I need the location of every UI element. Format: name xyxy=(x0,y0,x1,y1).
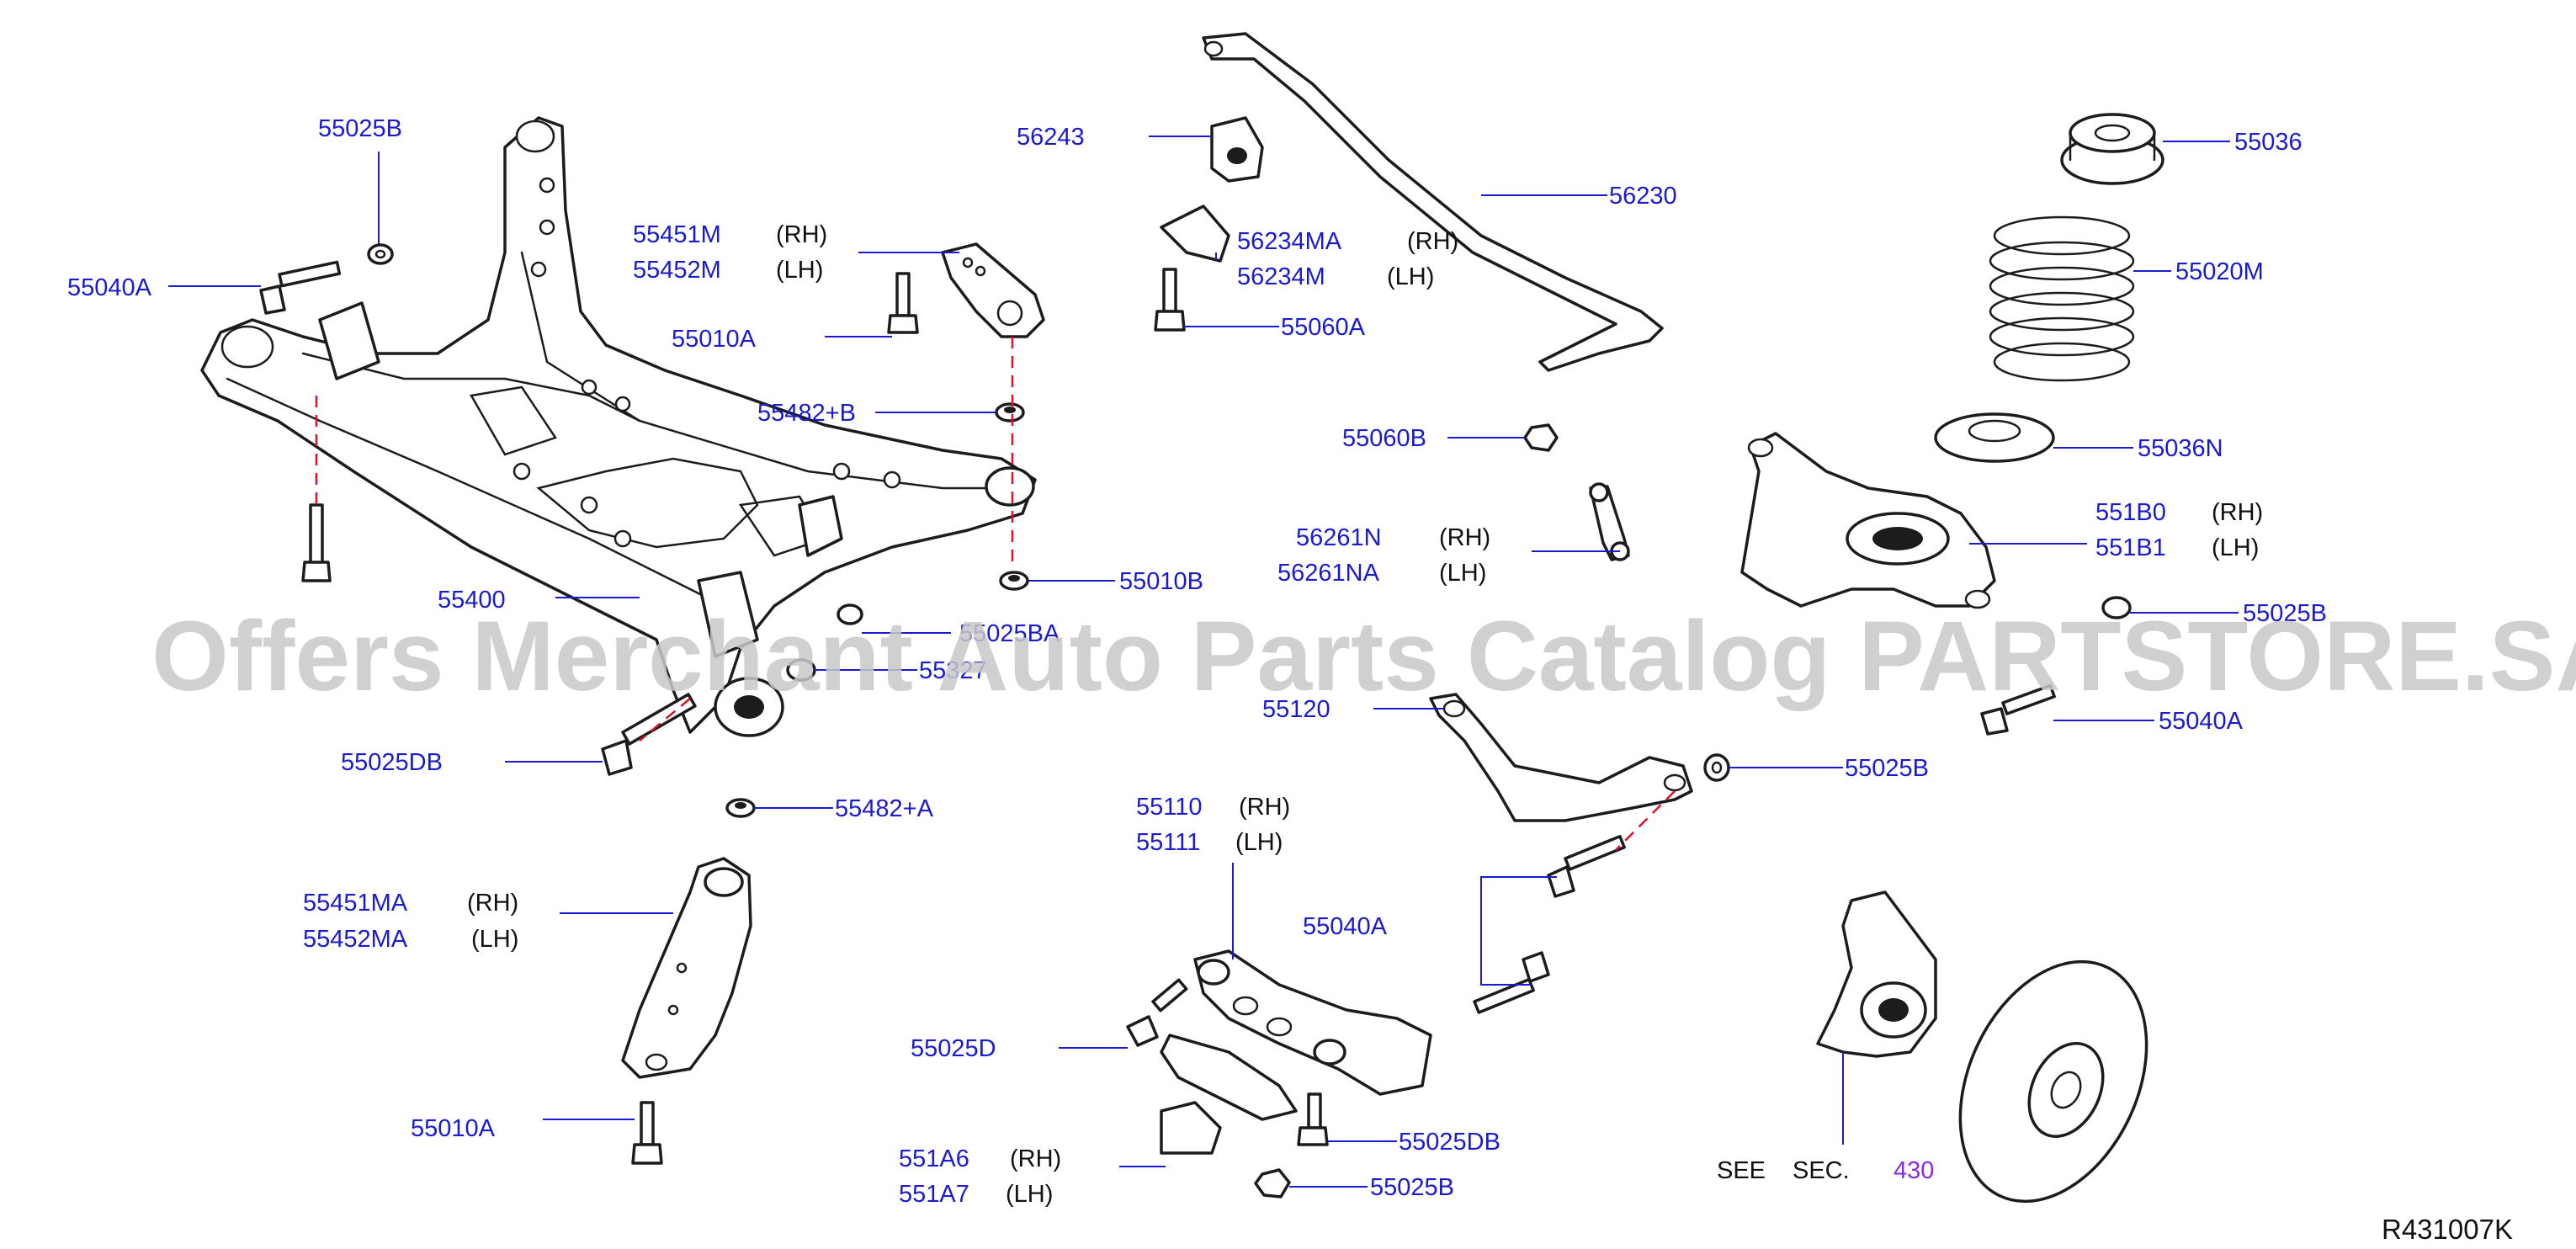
washer-55025B-tl-drawing xyxy=(367,243,394,265)
link-55120-drawing xyxy=(1429,693,1693,822)
stabilizer-bar-56230-drawing xyxy=(1202,32,1664,372)
side-rh-55110: (RH) xyxy=(1239,794,1290,821)
callout-55451MA[interactable]: 55451MA xyxy=(303,890,408,917)
link-56261N-drawing xyxy=(1589,482,1630,561)
side-rh-551A6: (RH) xyxy=(1010,1145,1061,1172)
shield-551A6-drawing xyxy=(1160,1034,1298,1155)
callout-55010A-bottom[interactable]: 55010A xyxy=(411,1115,496,1142)
callout-55120[interactable]: 55120 xyxy=(1262,696,1330,723)
callout-55111[interactable]: 55111 xyxy=(1136,829,1200,856)
callout-56261NA[interactable]: 56261NA xyxy=(1277,560,1380,587)
callout-55025B-right[interactable]: 55025B xyxy=(2243,600,2327,627)
side-lh-56261NA: (LH) xyxy=(1439,560,1486,587)
callout-551B1[interactable]: 551B1 xyxy=(2095,534,2166,561)
bolt-55010A-bottom-drawing xyxy=(631,1101,663,1165)
callout-55025B-tl[interactable]: 55025B xyxy=(318,115,402,142)
callout-55482A[interactable]: 55482+A xyxy=(835,795,934,822)
bushing-56243-drawing xyxy=(1210,116,1264,183)
bolt-55025DB-left-drawing xyxy=(601,693,697,776)
side-rh-551B0: (RH) xyxy=(2212,499,2263,526)
bolt-55025D-drawing xyxy=(1126,978,1188,1047)
callout-55025B-bottom[interactable]: 55025B xyxy=(1370,1174,1454,1201)
sec-label: SEC. xyxy=(1793,1157,1850,1184)
assembly-line-lower-bolt xyxy=(639,698,691,741)
lower-arm-55110-drawing xyxy=(1193,949,1432,1096)
bracket-55451MA-drawing xyxy=(621,857,752,1079)
bolts-55040A-mid-drawing xyxy=(1473,835,1626,1014)
callout-55010A-top[interactable]: 55010A xyxy=(672,326,757,353)
brake-rotor-drawing xyxy=(1958,959,2148,1204)
bolt-55025DB-bottom-drawing xyxy=(1297,1092,1329,1146)
callout-56261N[interactable]: 56261N xyxy=(1296,524,1382,551)
section-430-link[interactable]: 430 xyxy=(1893,1157,1934,1184)
callout-55040A-mid[interactable]: 55040A xyxy=(1303,913,1388,940)
bolt-55060A-drawing xyxy=(1154,268,1186,332)
assembly-line-55120 xyxy=(1615,790,1676,851)
callout-55020M[interactable]: 55020M xyxy=(2175,258,2264,285)
callout-55060B[interactable]: 55060B xyxy=(1342,425,1426,452)
callout-55400[interactable]: 55400 xyxy=(438,587,506,614)
callout-55025D[interactable]: 55025D xyxy=(911,1035,996,1062)
callout-55110[interactable]: 55110 xyxy=(1136,794,1203,821)
callout-56230[interactable]: 56230 xyxy=(1609,183,1677,210)
callout-55010B[interactable]: 55010B xyxy=(1119,568,1203,595)
callout-551A7[interactable]: 551A7 xyxy=(899,1181,969,1208)
seat-55036N-drawing xyxy=(1934,412,2055,463)
callout-56243[interactable]: 56243 xyxy=(1017,124,1085,151)
side-rh-56234MA: (RH) xyxy=(1407,228,1458,255)
callout-55452MA[interactable]: 55452MA xyxy=(303,926,408,953)
callout-55060A[interactable]: 55060A xyxy=(1281,314,1366,341)
callout-55482B[interactable]: 55482+B xyxy=(757,400,856,427)
callout-55040A-right[interactable]: 55040A xyxy=(2159,708,2244,735)
knuckle-drawing xyxy=(1816,890,1937,1058)
callout-55025DB-bottom[interactable]: 55025DB xyxy=(1399,1129,1500,1156)
spring-55020M-drawing xyxy=(1989,215,2135,382)
side-lh-56234M: (LH) xyxy=(1387,263,1434,290)
leader-55040A-mid xyxy=(1480,876,1557,986)
callout-55327[interactable]: 55327 xyxy=(919,657,987,684)
callout-551B0[interactable]: 551B0 xyxy=(2095,499,2166,526)
nut-55025B-bottom-drawing xyxy=(1254,1168,1291,1199)
callout-55452M[interactable]: 55452M xyxy=(633,257,721,284)
side-lh-55111: (LH) xyxy=(1235,829,1283,856)
arm-551B0-drawing xyxy=(1740,432,1996,609)
subframe-55400-drawing xyxy=(200,116,1037,737)
washer-55025B-right-drawing xyxy=(2101,596,2132,619)
callout-55040A-left[interactable]: 55040A xyxy=(67,274,152,301)
side-rh-55451MA: (RH) xyxy=(467,890,518,917)
bolt-left-lower-drawing xyxy=(301,503,332,582)
callout-56234M[interactable]: 56234M xyxy=(1237,263,1325,290)
side-lh-55452M: (LH) xyxy=(776,257,823,284)
diagram-code: R431007K xyxy=(2382,1214,2513,1245)
side-rh-56261N: (RH) xyxy=(1439,524,1490,551)
callout-56234MA[interactable]: 56234MA xyxy=(1237,228,1342,255)
callout-551A6[interactable]: 551A6 xyxy=(899,1145,969,1172)
seat-55036-drawing xyxy=(2060,113,2164,185)
bracket-55451M-drawing xyxy=(941,242,1045,338)
side-lh-551A7: (LH) xyxy=(1006,1181,1053,1208)
see-label: SEE xyxy=(1717,1157,1766,1184)
callout-55025B-mid[interactable]: 55025B xyxy=(1845,755,1929,782)
callout-55025BA[interactable]: 55025BA xyxy=(959,620,1060,647)
washer-55025BA-drawing xyxy=(837,603,863,625)
bushing-55010B-drawing xyxy=(999,571,1029,591)
bushing-55482A-drawing xyxy=(725,798,756,818)
callout-55036[interactable]: 55036 xyxy=(2234,129,2302,156)
bolt-55040A-left-drawing xyxy=(259,260,342,315)
side-lh-551B1: (LH) xyxy=(2212,534,2259,561)
bolt-55040A-right-drawing xyxy=(1980,683,2056,736)
clamp-56234M-drawing xyxy=(1160,205,1230,263)
nut-55060B-drawing xyxy=(1523,423,1559,452)
callout-55025DB-left[interactable]: 55025DB xyxy=(341,749,443,776)
bolt-55010A-top-drawing xyxy=(887,272,919,334)
side-rh-55451M: (RH) xyxy=(776,221,827,248)
callout-55451M[interactable]: 55451M xyxy=(633,221,721,248)
side-lh-55452MA: (LH) xyxy=(471,926,518,953)
watermark: Offers Merchant Auto Parts Catalog PARTS… xyxy=(151,601,2576,712)
bushing-55482B-drawing xyxy=(995,402,1025,423)
callout-55036N[interactable]: 55036N xyxy=(2138,435,2223,462)
washer-55025B-mid-drawing xyxy=(1703,753,1730,782)
